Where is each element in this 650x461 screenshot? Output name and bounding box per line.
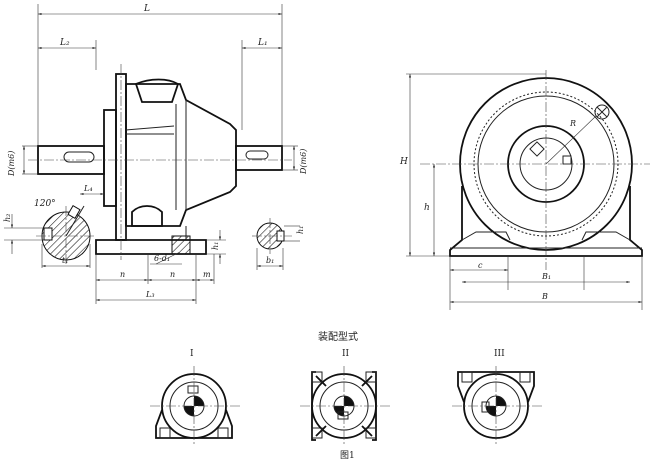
gear-housing (125, 83, 237, 227)
dim-D-right: D(m6) (299, 149, 308, 175)
dim-h: h (424, 203, 430, 213)
assembly-type-1-label: I (190, 349, 194, 359)
output-shaft (235, 145, 283, 171)
dim-t1: t₁ (62, 256, 68, 265)
bolt-hole-section (171, 235, 191, 255)
assembly-type-1: I (150, 349, 240, 446)
dim-B1: B₁ (541, 272, 551, 281)
assembly-type-2: II (300, 349, 390, 446)
assembly-type-3: III (452, 349, 542, 446)
dim-D-left: D(m6) (7, 151, 16, 177)
assembly-type-2-label: II (342, 349, 350, 359)
output-keyway (245, 150, 269, 160)
dim-h1-shaft: h₁ (296, 226, 305, 234)
bolt-hole-label: 6-d₁ (154, 254, 170, 263)
assembly-type-3-label: III (494, 349, 505, 359)
input-bearing-cap (103, 109, 117, 207)
dim-L2: L₂ (59, 38, 70, 48)
angle-label: 120° (34, 199, 56, 209)
foot-boss (131, 205, 163, 227)
input-keyway (63, 151, 95, 163)
dim-m: m (203, 270, 211, 279)
side-view: L L₂ L₁ (3, 4, 308, 304)
dim-h2: h₂ (3, 214, 12, 222)
dim-h1-base: h₁ (211, 242, 220, 250)
dim-n2: n (170, 270, 175, 279)
lifting-lug (134, 78, 180, 103)
dim-n1: n (120, 270, 125, 279)
dim-L3: L₃ (145, 290, 155, 299)
front-view: R H h c B₁ B (399, 70, 650, 310)
dim-H: H (399, 157, 408, 167)
assembly-title: 装配型式 (318, 330, 358, 343)
dim-L: L (143, 4, 150, 14)
output-shaft-section: h₁ b₁ (252, 218, 305, 270)
dim-B: B (541, 292, 548, 301)
dim-L1: L₁ (257, 38, 268, 48)
input-shaft-section: 120° h₂ t₁ (3, 199, 96, 268)
dim-b1: b₁ (266, 256, 274, 265)
dim-L4: L₄ (83, 184, 93, 193)
dim-c: c (478, 261, 483, 270)
figure-caption: 图1 (340, 450, 355, 461)
dim-R: R (569, 119, 576, 128)
